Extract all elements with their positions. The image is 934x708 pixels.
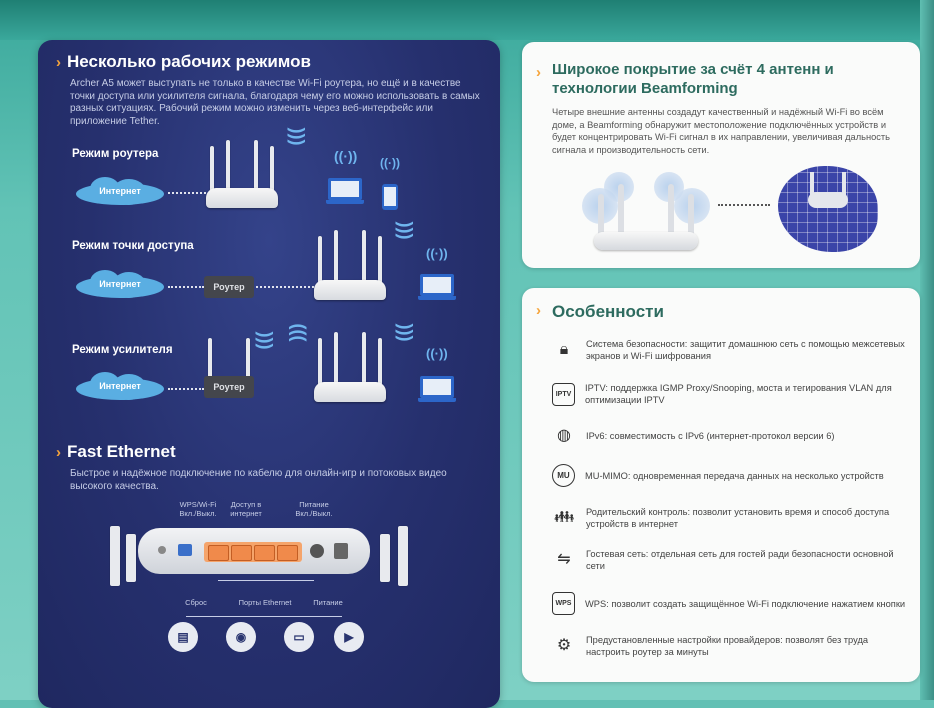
mode-router-label: Режим роутера [72, 148, 159, 160]
router-back-image [110, 510, 410, 590]
internet-label: Интернет [99, 279, 141, 289]
modes-description: Archer A5 может выступать не только в ка… [70, 78, 480, 127]
label-ethernet-ports: Порты Ethernet [238, 598, 292, 607]
label-power-button: Питание Вкл./Выкл. [295, 500, 333, 518]
features-card: › Особенности 🔒︎ Система безопасности: з… [522, 288, 920, 682]
feature-text: Предустановленные настройки провайдеров:… [586, 635, 869, 657]
laptop-icon [326, 178, 364, 204]
lock-icon: 🔒︎ [559, 341, 569, 358]
feature-text: Гостевая сеть: отдельная сеть для гостей… [586, 549, 894, 571]
feature-text: WPS: позволит создать защищённое Wi-Fi п… [585, 598, 906, 609]
chevron-right-icon: › [536, 302, 541, 319]
chevron-right-icon: › [56, 443, 61, 461]
connection-line [168, 192, 206, 194]
feature-parental: 👪︎ Родительский контроль: позволит устан… [552, 506, 912, 530]
feature-text: Система безопасности: защитит домашнюю с… [586, 339, 905, 361]
label-reset: Сброс [185, 598, 207, 607]
label-wps: WPS/Wi-Fi Вкл./Выкл. [179, 500, 217, 518]
devices-bracket [186, 616, 342, 617]
beamforming-coverage-icon [778, 166, 878, 252]
mode-extender-label: Режим усилителя [72, 344, 173, 356]
tv-icon: ▶ [334, 622, 364, 652]
wifi-icon: ))) [255, 331, 276, 350]
mu-mimo-icon: MU [552, 464, 575, 487]
beamforming-router-image [582, 166, 712, 252]
background-edge [920, 0, 934, 700]
beamforming-description: Четыре внешние антенны создадут качестве… [552, 107, 891, 155]
ethernet-title: › Fast Ethernet [56, 442, 176, 462]
feature-wps: WPS WPS: позволит создать защищённое Wi-… [552, 592, 912, 615]
router-image [314, 230, 386, 300]
router-box: Роутер [204, 376, 254, 398]
connection-line [168, 286, 204, 288]
feature-guest-network: ⇋ Гостевая сеть: отдельная сеть для гост… [552, 548, 912, 572]
features-title: Особенности [552, 302, 664, 321]
feature-text: IPv6: совместимость с IPv6 (интернет-про… [586, 431, 835, 441]
game-console-icon: ◉ [226, 622, 256, 652]
globe-icon: ◍ [557, 427, 571, 444]
extender-router: Роутер [204, 338, 254, 400]
wifi-icon: ))) [287, 127, 308, 146]
wifi-icon: ))) [286, 323, 307, 342]
guest-network-icon: ⇋ [557, 551, 571, 568]
laptop-icon [418, 376, 456, 402]
chevron-right-icon: › [56, 53, 61, 71]
wifi-icon: ((·)) [380, 156, 400, 170]
router-back-panel [138, 528, 370, 574]
feature-mu-mimo: MU MU-MIMO: одновременная передача данны… [552, 464, 912, 487]
pc-icon: ▤ [168, 622, 198, 652]
feature-security: 🔒︎ Система безопасности: защитит домашню… [552, 338, 912, 362]
connection-line [256, 286, 314, 288]
feature-iptv: IPTV IPTV: поддержка IGMP Proxy/Snooping… [552, 382, 912, 406]
ethernet-title-text: Fast Ethernet [67, 442, 176, 461]
phone-icon [382, 184, 398, 210]
internet-cloud: Интернет [72, 270, 168, 302]
label-internet-port: Доступ в интернет [230, 500, 262, 518]
router-box: Роутер [204, 276, 254, 298]
feature-text: MU-MIMO: одновременная передача данных н… [585, 470, 884, 481]
wifi-icon: ((·)) [426, 246, 448, 261]
internet-cloud: Интернет [72, 372, 168, 404]
feature-provider-settings: ⚙ Предустановленные настройки провайдеро… [552, 634, 912, 658]
beamforming-card: › Широкое покрытие за счёт 4 антенн и те… [522, 42, 920, 268]
feature-text: IPTV: поддержка IGMP Proxy/Snooping, мос… [585, 383, 892, 405]
gear-icon: ⚙ [556, 637, 572, 654]
laptop-icon: ▭ [284, 622, 314, 652]
modes-title-text: Несколько рабочих режимов [67, 52, 311, 71]
feature-text: Родительский контроль: позволит установи… [586, 507, 890, 529]
internet-cloud: Интернет [72, 177, 168, 209]
ethernet-description: Быстрое и надёжное подключение по кабелю… [70, 468, 447, 492]
label-power: Питание [313, 598, 343, 607]
beamforming-title: Широкое покрытие за счёт 4 антенн и техн… [552, 61, 834, 97]
connection-line [168, 388, 204, 390]
internet-label: Интернет [99, 381, 141, 391]
ports-bracket [218, 580, 314, 581]
internet-label: Интернет [99, 186, 141, 196]
router-image [314, 332, 386, 402]
router-image [206, 140, 278, 208]
wifi-icon: ))) [395, 221, 416, 240]
connection-line [718, 204, 770, 206]
wifi-icon: ((·)) [334, 148, 358, 164]
mode-ap-label: Режим точки доступа [72, 240, 194, 252]
parental-icon: 👪︎ [553, 509, 575, 526]
wifi-icon: ((·)) [426, 346, 448, 361]
chevron-right-icon: › [536, 64, 541, 81]
laptop-icon [418, 274, 456, 300]
modes-title: › Несколько рабочих режимов [56, 52, 311, 72]
wifi-icon: ))) [395, 323, 416, 342]
wps-icon: WPS [552, 592, 575, 615]
modes-panel: › Несколько рабочих режимов Archer A5 мо… [38, 40, 500, 708]
feature-ipv6: ◍ IPv6: совместимость с IPv6 (интернет-п… [552, 424, 912, 448]
iptv-icon: IPTV [552, 382, 575, 406]
background-top [0, 0, 934, 40]
